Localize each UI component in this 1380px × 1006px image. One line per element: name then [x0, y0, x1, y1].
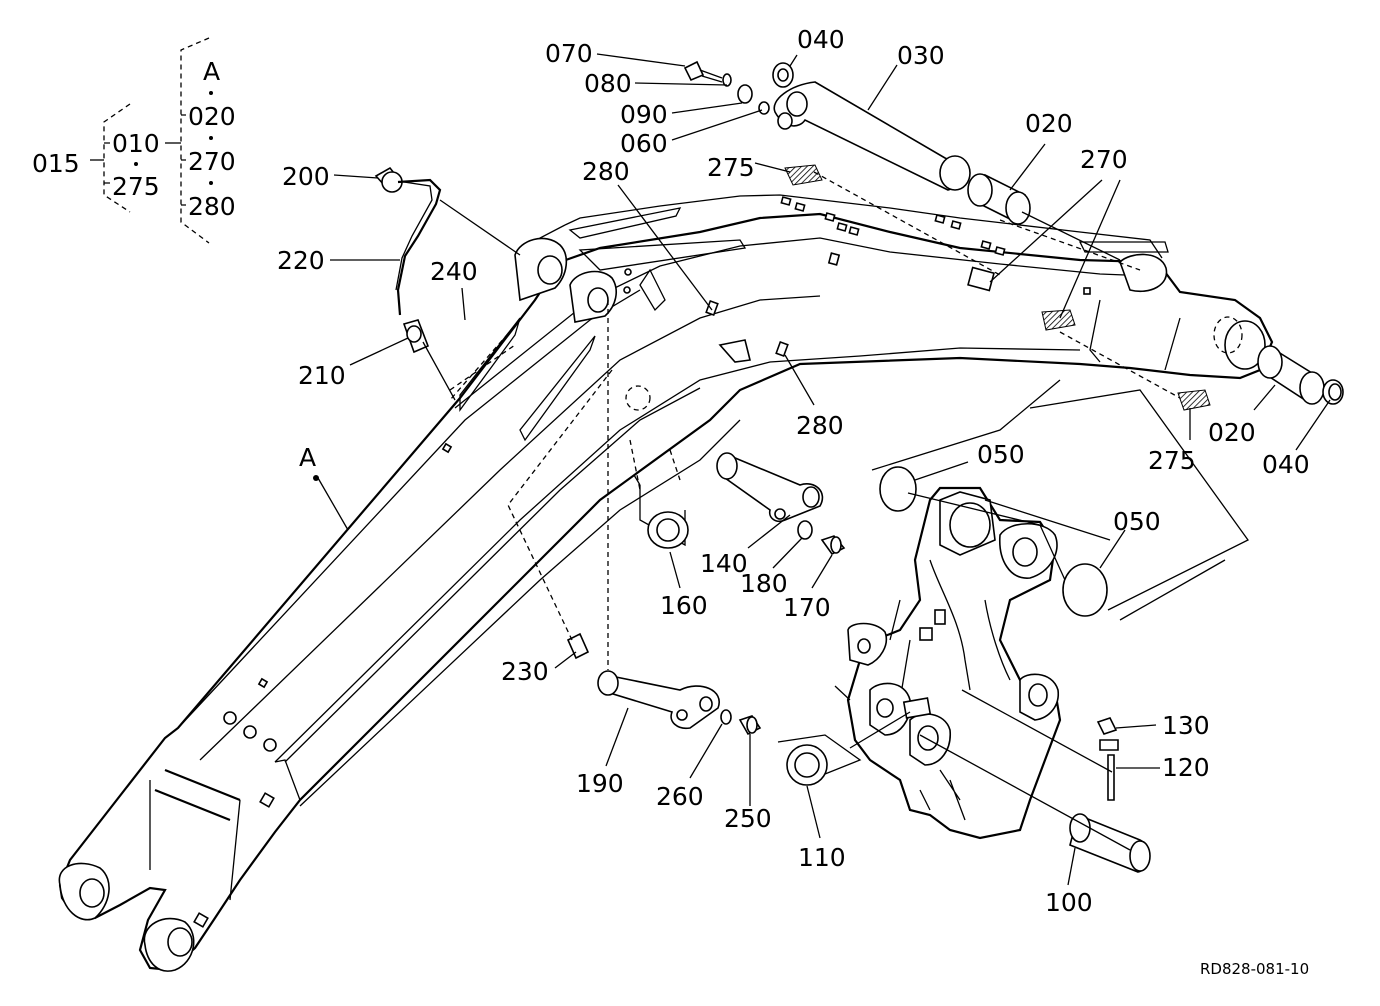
callout-220: 220: [277, 246, 325, 275]
key-group2-item: 020: [188, 102, 236, 131]
callout-020: 020: [1208, 418, 1256, 447]
callout-120: 120: [1162, 753, 1210, 782]
callout-240: 240: [430, 257, 478, 286]
key-assembly-label: 015: [32, 149, 80, 178]
callout-060: 060: [620, 129, 668, 158]
callout-040: 040: [797, 25, 845, 54]
callout-270: 270: [1080, 145, 1128, 174]
decal-275-right: [1177, 389, 1211, 411]
bushing-020-top: [967, 173, 1031, 225]
pin-140: [716, 452, 824, 523]
bushing-020-right: [1257, 345, 1344, 405]
swing-bracket: [834, 486, 1062, 840]
key-group1-item: 275: [112, 172, 160, 201]
drawing-code: RD828-081-10: [1200, 960, 1309, 978]
bolt-170: [820, 535, 846, 556]
callout-200: 200: [282, 162, 330, 191]
top-pin-assembly: [683, 60, 971, 191]
callout-090: 090: [620, 100, 668, 129]
decal-275-mid: [1041, 309, 1076, 331]
key-group2-item: 270: [188, 147, 236, 176]
callout-080: 080: [584, 69, 632, 98]
bolt-250: [738, 715, 762, 736]
assembly-lines: [422, 171, 1249, 851]
boom-top-fittings: [780, 196, 1091, 295]
callout-180: 180: [740, 569, 788, 598]
structure-key: [90, 37, 213, 244]
callout-130: 130: [1162, 711, 1210, 740]
key-group2-item: 280: [188, 192, 236, 221]
callout-160: 160: [660, 591, 708, 620]
callout-230: 230: [501, 657, 549, 686]
callout-190: 190: [576, 769, 624, 798]
callout-275: 275: [707, 153, 755, 182]
callout-020: 020: [1025, 109, 1073, 138]
hydraulic-pipe: [374, 166, 442, 354]
leader-lines: [313, 53, 1331, 886]
callout-275: 275: [1148, 446, 1196, 475]
callout-030: 030: [897, 41, 945, 70]
washer-180: [797, 520, 813, 540]
callout-A: A: [299, 443, 316, 472]
callout-280: 280: [796, 411, 844, 440]
bolt-130: [1096, 717, 1119, 751]
boom-arm: [58, 194, 1274, 972]
pin-100: [1069, 813, 1151, 873]
washer-110: [777, 734, 862, 786]
pin-120: [1107, 754, 1115, 801]
callout-140: 140: [700, 549, 748, 578]
pin-190: [597, 670, 720, 730]
callout-260: 260: [656, 782, 704, 811]
key-group1-item: 010: [112, 129, 160, 158]
callout-280: 280: [582, 157, 630, 186]
grease-230: [566, 632, 590, 660]
callout-050: 050: [977, 440, 1025, 469]
washer-160: [639, 485, 689, 549]
washer-260: [720, 709, 732, 725]
callout-100: 100: [1045, 888, 1093, 917]
callout-210: 210: [298, 361, 346, 390]
callout-050: 050: [1113, 507, 1161, 536]
decal-275-top: [784, 164, 823, 186]
callout-110: 110: [798, 843, 846, 872]
key-group2-item: A: [203, 57, 220, 86]
callout-250: 250: [724, 804, 772, 833]
callout-040: 040: [1262, 450, 1310, 479]
callout-070: 070: [545, 39, 593, 68]
washers-050: [879, 466, 1108, 617]
callout-170: 170: [783, 593, 831, 622]
